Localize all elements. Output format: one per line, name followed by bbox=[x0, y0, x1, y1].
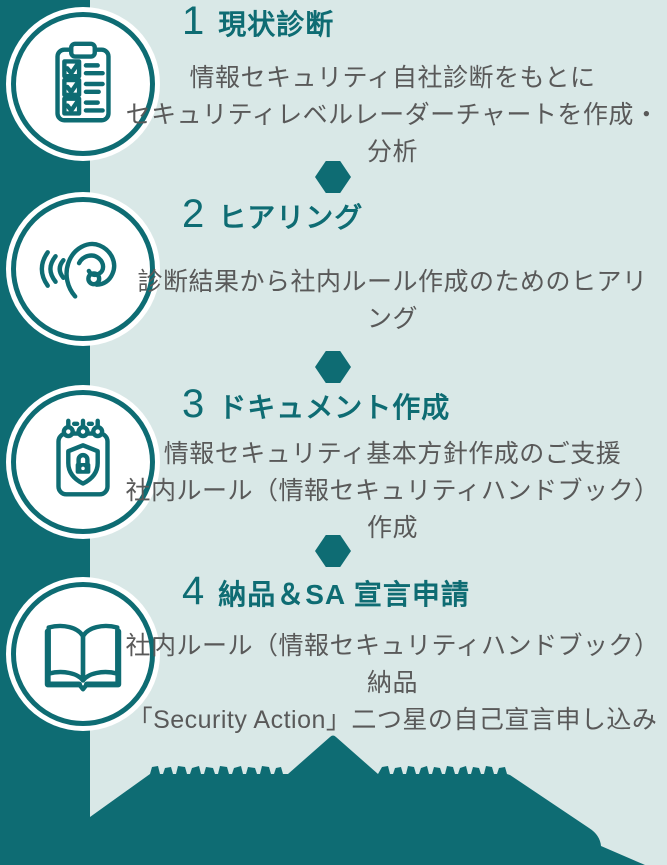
step-1-circle bbox=[6, 7, 160, 161]
step-4-heading: 4 納品＆SA 宣言申請 bbox=[182, 570, 470, 613]
step-3-description: 情報セキュリティ基本方針作成のご支援 社内ルール（情報セキュリティハンドブック）… bbox=[125, 436, 660, 547]
step-3-circle bbox=[6, 385, 160, 539]
flow-diamond-icon bbox=[315, 351, 351, 383]
step-title: 現状診断 bbox=[218, 9, 335, 40]
step-2-heading: 2 ヒアリング bbox=[182, 193, 363, 236]
step-description-line: 社内ルール（情報セキュリティハンドブック）納品 bbox=[125, 632, 660, 697]
ear-listening-icon bbox=[39, 241, 117, 299]
step-1-description: 情報セキュリティ自社診断をもとに セキュリティレベルレーダーチャートを作成・分析 bbox=[125, 60, 660, 171]
step-description-line: 情報セキュリティ自社診断をもとに bbox=[189, 64, 596, 92]
step-description-line: 社内ルール（情報セキュリティハンドブック）作成 bbox=[125, 477, 660, 542]
clipboard-checklist-icon bbox=[55, 41, 111, 123]
bottom-banner-decoration bbox=[90, 735, 645, 865]
step-description-line: 情報セキュリティ基本方針作成のご支援 bbox=[163, 440, 622, 468]
step-title: 納品＆SA 宣言申請 bbox=[218, 579, 470, 610]
step-number: 3 bbox=[182, 382, 205, 426]
step-description-line: セキュリティレベルレーダーチャートを作成・分析 bbox=[125, 101, 660, 166]
step-number: 1 bbox=[182, 0, 205, 43]
step-number: 2 bbox=[182, 192, 205, 236]
step-number: 4 bbox=[182, 569, 205, 613]
step-title: ドキュメント作成 bbox=[218, 392, 451, 423]
step-description-line: 「Security Action」二つ星の自己宣言申し込み bbox=[127, 706, 658, 734]
step-1-heading: 1 現状診断 bbox=[182, 0, 334, 43]
step-4-circle bbox=[6, 577, 160, 731]
step-title: ヒアリング bbox=[218, 202, 364, 233]
notepad-shield-lock-icon bbox=[56, 418, 110, 497]
step-4-description: 社内ルール（情報セキュリティハンドブック）納品 「Security Action… bbox=[125, 628, 660, 739]
step-description-line: 診断結果から社内ルール作成のためのヒアリング bbox=[137, 268, 648, 333]
open-book-icon bbox=[44, 623, 122, 692]
step-3-heading: 3 ドキュメント作成 bbox=[182, 383, 450, 426]
step-2-description: 診断結果から社内ルール作成のためのヒアリング bbox=[125, 264, 660, 338]
step-2-circle bbox=[6, 192, 160, 346]
